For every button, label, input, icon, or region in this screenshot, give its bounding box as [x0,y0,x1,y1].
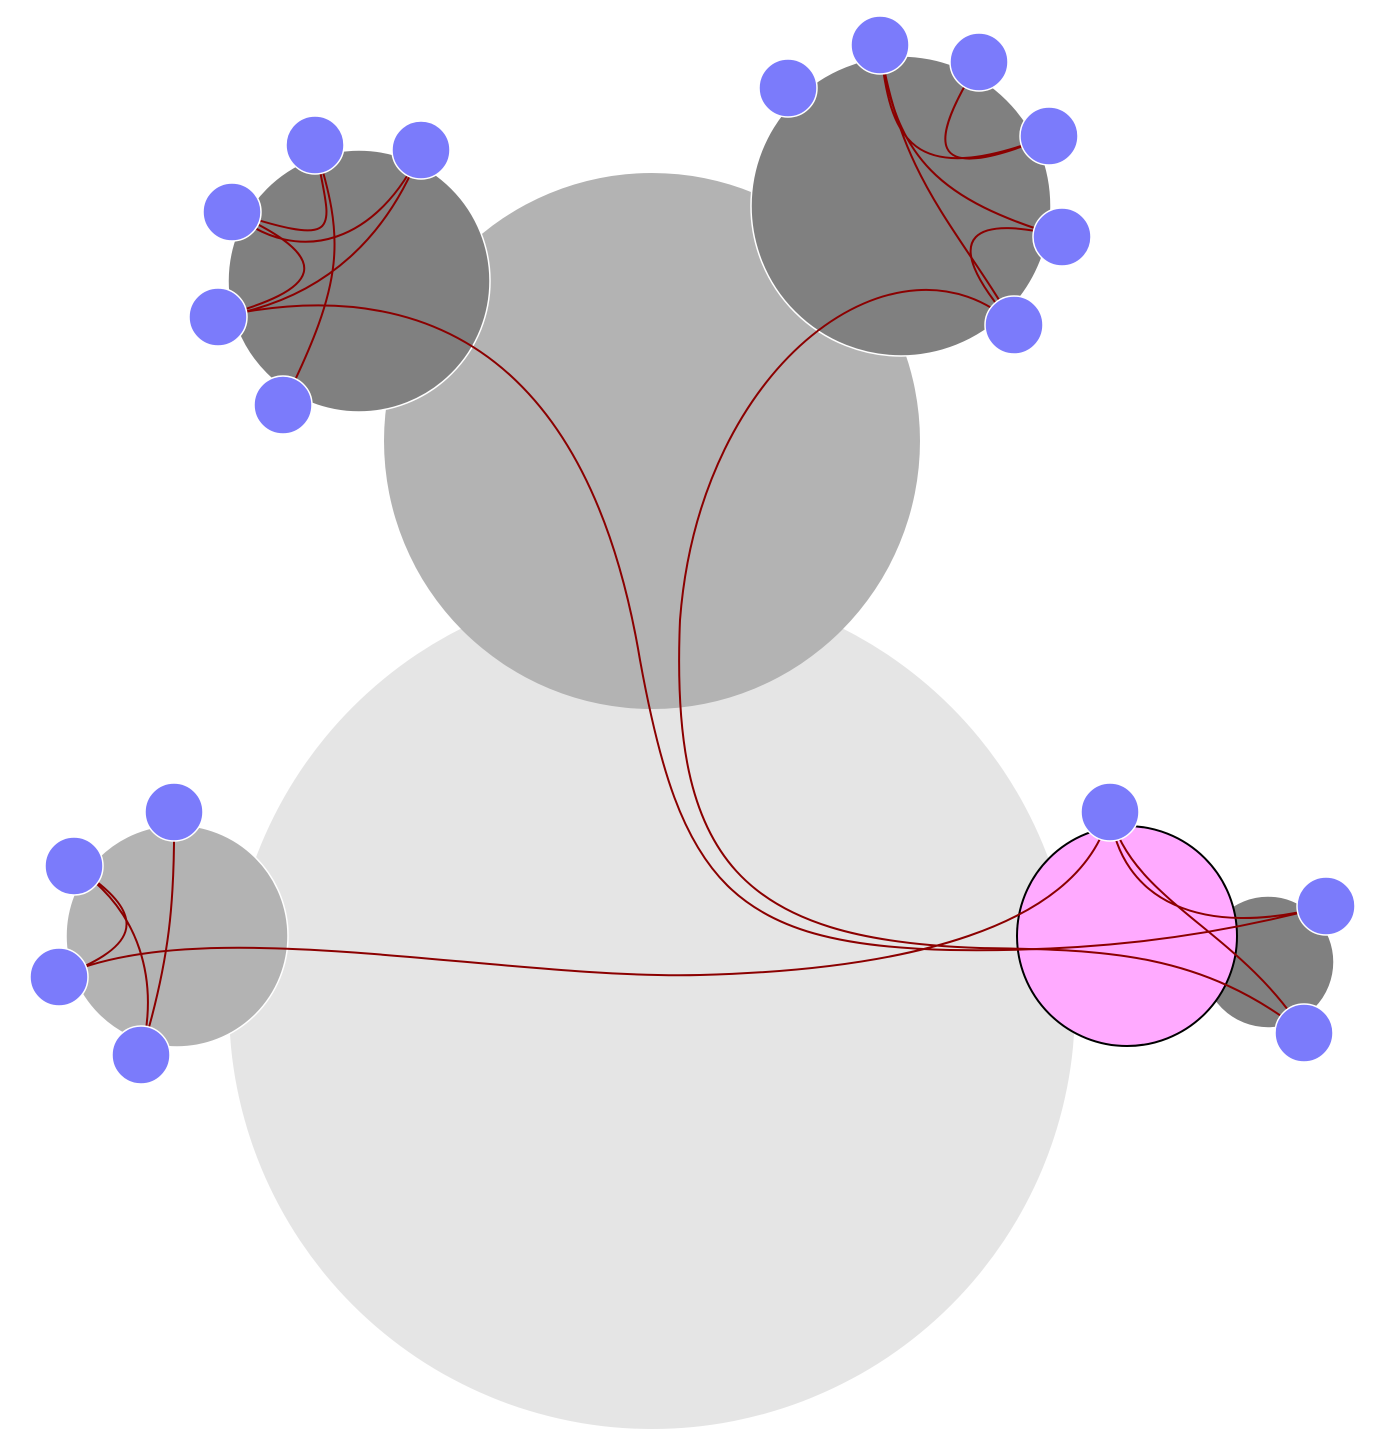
leaf-node[interactable] [144,782,204,842]
leaf-node[interactable] [391,120,451,180]
containers [65,55,1335,1429]
root-circle [229,583,1075,1429]
cluster-top-circle [384,173,920,709]
leaf-node[interactable] [984,295,1044,355]
leaf-node[interactable] [202,182,262,242]
edge [231,149,422,243]
edge [1109,811,1305,1034]
leaf-node[interactable] [285,115,345,175]
edge [969,227,1063,326]
edge [1109,811,1327,919]
leaf-node[interactable] [44,836,104,896]
edge [879,44,1050,160]
edges [58,44,1327,1056]
leaves [29,15,1356,1085]
edge [678,288,1305,1034]
edge [282,144,336,406]
leaf-node[interactable] [850,15,910,75]
leaf-node[interactable] [111,1025,171,1085]
leaf-node[interactable] [29,947,89,1007]
edge [217,149,422,318]
edge [944,61,1050,160]
leaf-node[interactable] [253,375,313,435]
leaf-node[interactable] [1019,106,1079,166]
edge [217,304,1327,952]
group-selected-circle[interactable] [1016,825,1238,1047]
leaf-node[interactable] [1080,782,1140,842]
leaf-node[interactable] [188,287,248,347]
leaf-node[interactable] [758,58,818,118]
group-top-left-circle[interactable] [227,149,491,413]
edge [879,44,1063,238]
leaf-node[interactable] [1274,1003,1334,1063]
edge [217,211,306,318]
leaf-node[interactable] [1032,207,1092,267]
leaf-node[interactable] [949,32,1009,92]
edge [140,811,176,1056]
edge [58,811,1111,978]
leaf-node[interactable] [1296,876,1356,936]
